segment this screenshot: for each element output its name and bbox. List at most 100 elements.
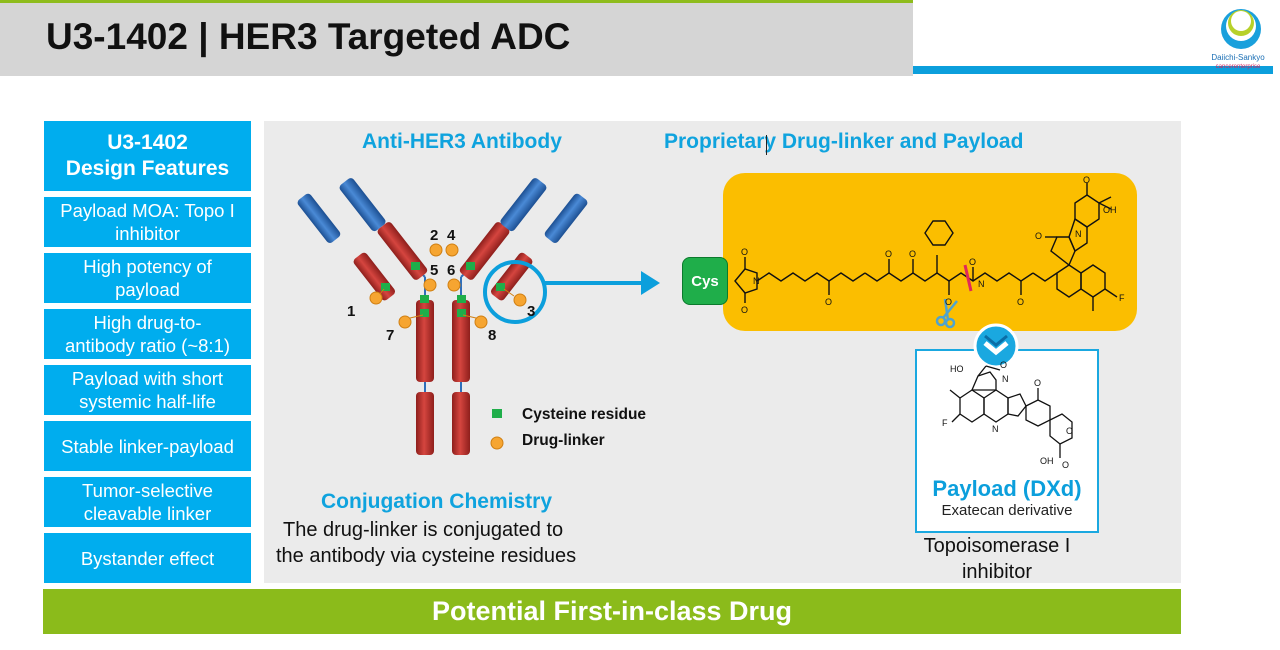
heavy-chain-fc	[416, 392, 434, 455]
chem-label: N	[978, 279, 985, 289]
chem-label: HO	[950, 364, 964, 374]
title-accent-line	[0, 0, 913, 3]
drug-linker	[429, 243, 443, 257]
drug-linker	[369, 291, 383, 305]
feature-line: Stable linker-payload	[61, 435, 234, 457]
drug-linker	[513, 293, 527, 307]
chem-label: O	[909, 249, 916, 259]
feature-line: antibody ratio (~8:1)	[64, 335, 231, 356]
feature-line: cleavable linker	[83, 503, 212, 524]
heavy-chain-fc	[452, 392, 470, 455]
cysteine-residue	[457, 309, 466, 317]
feature-item: High drug-to-antibody ratio (~8:1)	[44, 309, 251, 359]
antibody-heading: Anti-HER3 Antibody	[362, 130, 562, 153]
cysteine-swatch	[492, 409, 502, 418]
heavy-chain-fc	[452, 300, 470, 382]
daiichi-sankyo-logo	[1221, 9, 1261, 49]
chem-label: OH	[1103, 205, 1117, 215]
chem-label: O	[945, 297, 952, 307]
legend-swatches	[490, 409, 504, 450]
chem-label: O	[969, 257, 976, 267]
scissors-icon	[935, 298, 958, 329]
conjugation-title: Conjugation Chemistry	[321, 490, 553, 513]
cysteine-residue	[420, 295, 429, 303]
text-cursor	[766, 135, 767, 155]
chem-label: O	[1083, 175, 1090, 185]
site-number: 7	[386, 327, 395, 344]
payload-structure: HO O N F N O O OH O	[942, 360, 1073, 470]
feature-line: High drug-to-	[93, 312, 202, 333]
chem-label: F	[942, 418, 948, 428]
cysteine-residue	[420, 309, 429, 317]
title-bar	[0, 0, 913, 76]
drug-linker-panel	[723, 173, 1137, 331]
feature-line: inhibitor	[115, 223, 180, 244]
heavy-chain-arm	[500, 178, 547, 232]
site-number: 6	[447, 262, 456, 279]
payload-subtitle: Exatecan derivative	[941, 502, 1073, 519]
payload-title: Payload (DXd)	[932, 476, 1082, 501]
first-in-class-banner: Potential First-in-class Drug	[43, 589, 1181, 634]
heading-line: U3-1402	[107, 131, 188, 154]
heavy-chain-fc	[416, 300, 434, 382]
feature-line: payload	[115, 279, 180, 300]
chem-label: O	[1000, 360, 1007, 370]
site-number: 5	[430, 262, 439, 279]
legend-drug-linker: Drug-linker	[522, 432, 605, 449]
chem-label: O	[741, 247, 748, 257]
drug-linker-swatch	[490, 436, 504, 450]
feature-line: Payload with short	[71, 368, 224, 389]
chevron-down-icon	[973, 323, 1019, 369]
chem-label: O	[885, 249, 892, 259]
heading-line: Design Features	[65, 157, 230, 180]
chem-label: N	[992, 424, 999, 434]
site-number: 3	[527, 303, 536, 320]
cysteine-residue	[411, 262, 420, 270]
arrow-head	[641, 271, 660, 295]
drug-linker	[447, 278, 461, 292]
drug-linker	[445, 243, 459, 257]
cysteine-residue	[381, 283, 390, 291]
logo-tagline: cancerenterprise	[1215, 64, 1261, 70]
feature-line: Bystander effect	[80, 547, 215, 569]
chem-label: O	[1035, 231, 1042, 241]
title-blue-rule	[913, 66, 1273, 74]
conjugation-text: The drug-linker is conjugated to	[283, 519, 564, 541]
feature-line: Tumor-selective	[82, 480, 213, 501]
light-chain-arm	[544, 193, 588, 243]
chem-label: O	[741, 305, 748, 315]
chem-label: F	[1119, 293, 1125, 303]
heavy-chain-arm	[377, 222, 428, 280]
heavy-chain-arm	[339, 178, 386, 232]
chem-label: N	[753, 276, 760, 286]
antibody-diagram	[297, 178, 660, 455]
chem-label: N	[1075, 229, 1082, 239]
light-chain-arm	[297, 193, 341, 243]
feature-line: Payload MOA: Topo I	[60, 200, 235, 221]
cys-label-box: Cys	[682, 257, 728, 305]
site-number: 2	[430, 227, 439, 244]
drug-linker	[398, 315, 412, 329]
chem-label: O	[1066, 426, 1073, 436]
chem-label: O	[1017, 297, 1024, 307]
highlight-circle	[483, 260, 547, 324]
chem-label: OH	[1040, 456, 1054, 466]
chem-label: O	[1062, 460, 1069, 470]
cysteine-residue	[496, 283, 505, 291]
site-number: 4	[447, 227, 456, 244]
heavy-chain-arm	[459, 222, 510, 280]
site-number: 1	[347, 303, 356, 320]
drug-linker	[423, 278, 437, 292]
drug-linker-structure: O O N O O O O O O N N F O OH O	[734, 175, 1125, 329]
cysteine-residue	[457, 295, 466, 303]
site-number: 8	[488, 327, 497, 344]
drug-linker	[474, 315, 488, 329]
chem-label: O	[1034, 378, 1041, 388]
feature-item: Bystander effect	[44, 533, 251, 583]
page-title: U3-1402 | HER3 Targeted ADC	[46, 16, 571, 57]
